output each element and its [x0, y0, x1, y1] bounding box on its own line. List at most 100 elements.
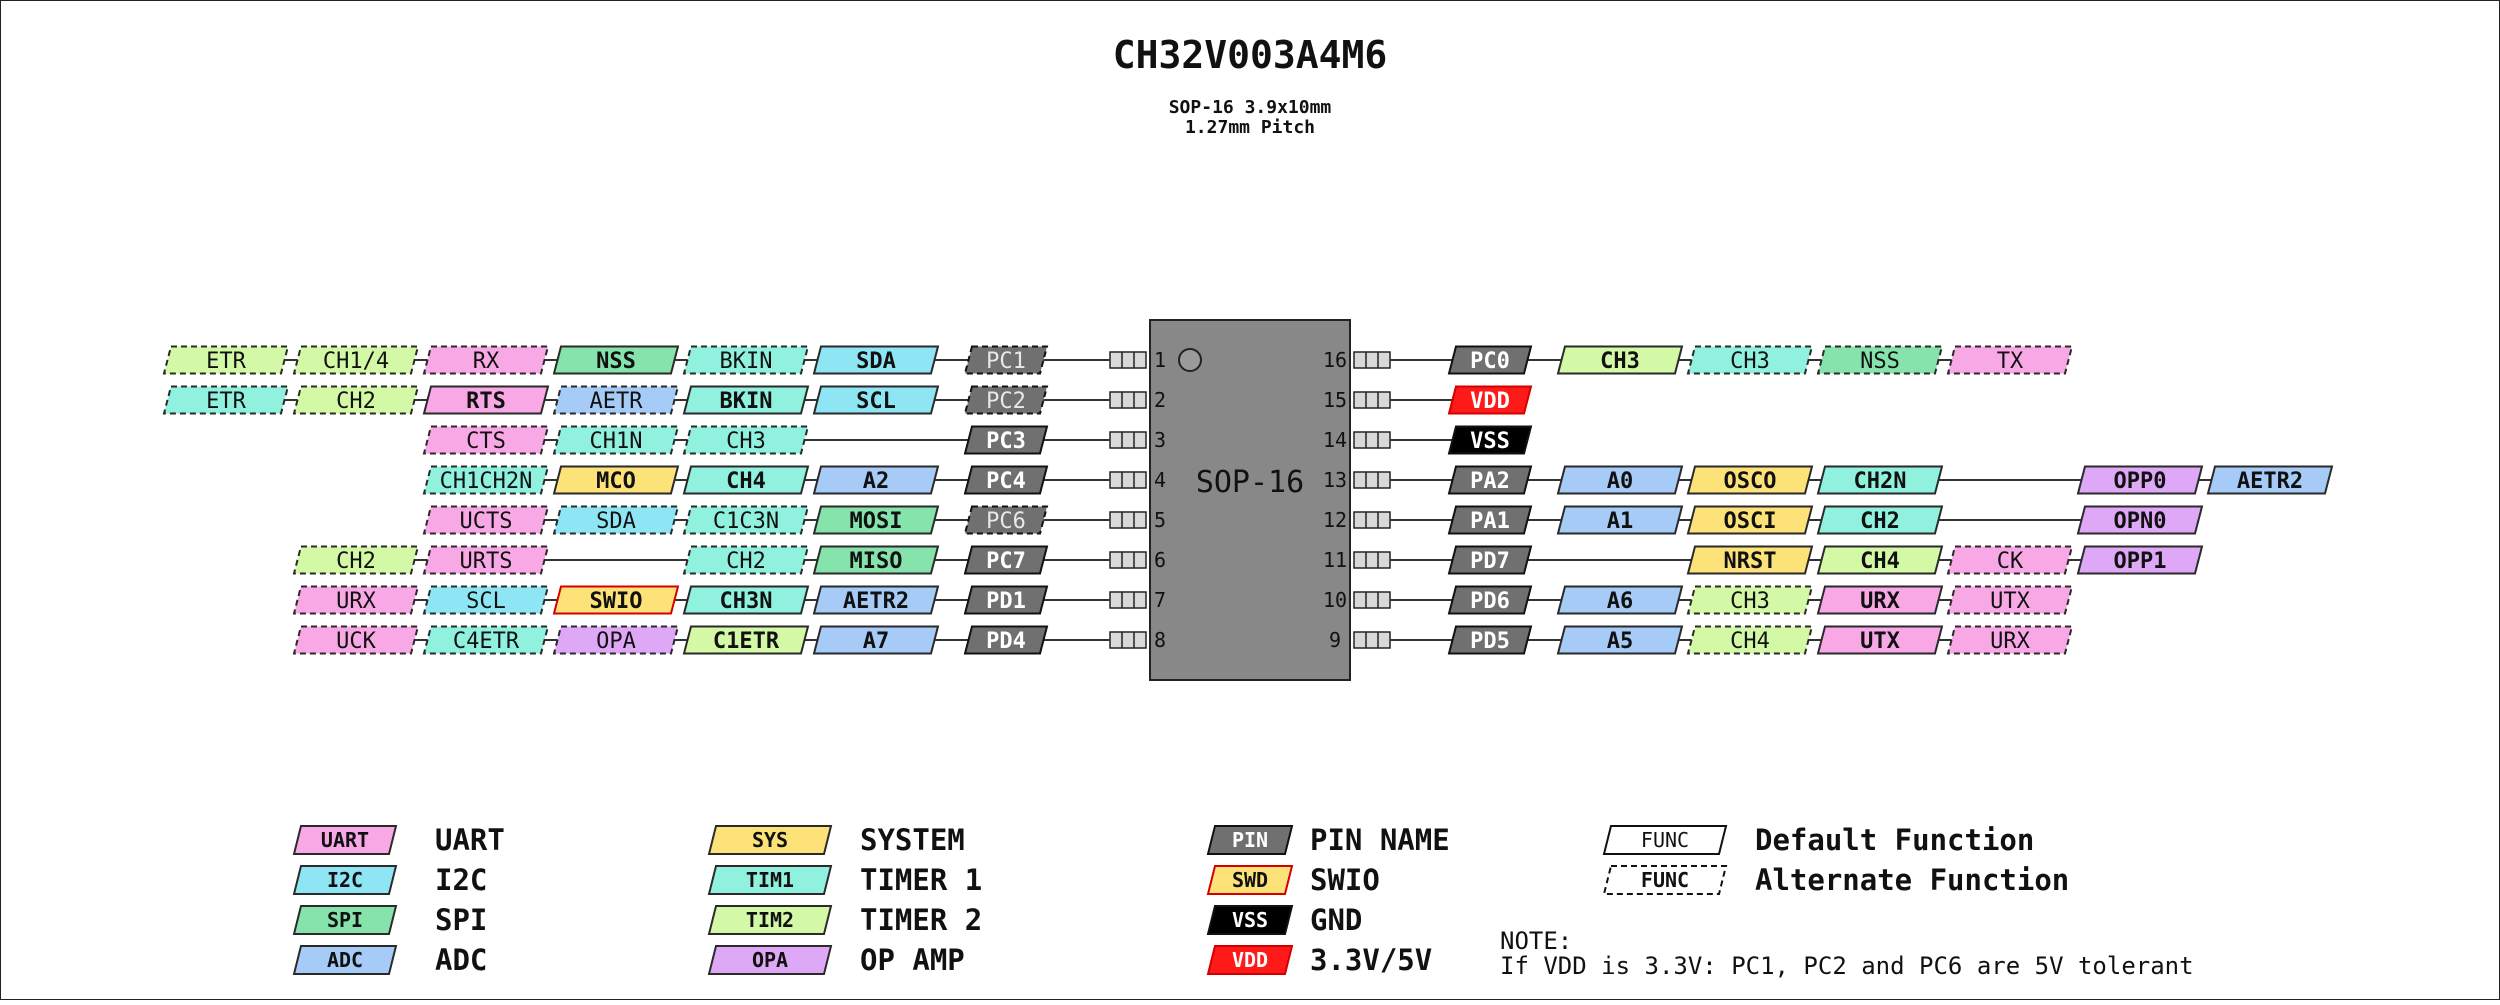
- legend-swatch: SPI: [292, 905, 398, 935]
- pin-number: 7: [1154, 588, 1166, 612]
- pin-number: 4: [1154, 468, 1166, 492]
- pin-func-tag: TX: [1946, 345, 2074, 375]
- note-title: NOTE:: [1500, 927, 1572, 955]
- pin-number: 12: [1323, 508, 1347, 532]
- legend-swatch-shape: [1206, 825, 1294, 855]
- pin-func-tag-text: RX: [473, 349, 500, 374]
- pin-func-tag: SWIO: [552, 585, 680, 615]
- pin-func-tag: UCK: [292, 625, 420, 655]
- pin-func-tag: PC3: [963, 425, 1049, 455]
- pin-func-tag-text: ETR: [206, 349, 246, 374]
- pin-func-tag-text: SDA: [596, 509, 636, 534]
- pin-func-tag-shape: [812, 505, 940, 535]
- pin-func-tag-text: PC4: [986, 469, 1026, 494]
- legend-swatch: TIM1: [707, 865, 833, 895]
- pin-func-tag: CH3N: [682, 585, 810, 615]
- pin-func-tag-shape: [552, 425, 680, 455]
- pin-func-tag-text: NSS: [596, 349, 636, 374]
- legend-swatch-shape: [707, 945, 833, 975]
- legend-swatch-text: TIM1: [746, 868, 794, 892]
- pin-func-tag: PD4: [963, 625, 1049, 655]
- pin-func-tag: MCO: [552, 465, 680, 495]
- pin-func-tag-text: PC0: [1470, 349, 1510, 374]
- pin-func-tag-text: URX: [1990, 629, 2030, 654]
- pin-func-tag-text: CH3N: [720, 589, 773, 614]
- legend-label: TIMER 1: [860, 863, 982, 897]
- pin-func-tag: A0: [1556, 465, 1684, 495]
- pin-func-tag-shape: [1447, 465, 1533, 495]
- pin-func-tag-shape: [963, 465, 1049, 495]
- pin-func-tag: PA2: [1447, 465, 1533, 495]
- pin-func-tag-shape: [2076, 545, 2204, 575]
- pin-func-tag-text: CH3: [726, 429, 766, 454]
- pin-func-tag-shape: [1556, 465, 1684, 495]
- legend-swatch-text: FUNC: [1641, 828, 1689, 852]
- pin-func-tag-text: NSS: [1860, 349, 1900, 374]
- pin-func-tag-text: UTX: [1990, 589, 2030, 614]
- pin-func-tag-text: CH4: [726, 469, 766, 494]
- legend-swatch: SYS: [707, 825, 833, 855]
- pin-func-tag-shape: [682, 465, 810, 495]
- legend-swatch-text: PIN: [1232, 828, 1268, 852]
- pin-func-tag-shape: [682, 425, 810, 455]
- pin-func-tag: ETR: [162, 385, 290, 415]
- pin-func-tag-text: SCL: [856, 389, 896, 414]
- pin-func-tag-text: UCK: [336, 629, 376, 654]
- legend-swatch-shape: [707, 825, 833, 855]
- pin-number: 3: [1154, 428, 1166, 452]
- pin-func-tag: PD1: [963, 585, 1049, 615]
- pin-func-tag: PD6: [1447, 585, 1533, 615]
- legend-swatch-text: FUNC: [1641, 868, 1689, 892]
- pin-func-tag: BKIN: [682, 385, 810, 415]
- pin-func-tag-text: PD4: [986, 629, 1026, 654]
- pin-func-tag-shape: [963, 385, 1049, 415]
- pin-func-tag-shape: [682, 545, 810, 575]
- pin-func-tag: CH1/4: [292, 345, 420, 375]
- pin-func-tag-text: UTX: [1860, 629, 1900, 654]
- pin-func-tag-shape: [1946, 545, 2074, 575]
- pin-func-tag-shape: [812, 545, 940, 575]
- legend-swatch-text: TIM2: [746, 908, 794, 932]
- pin-number: 9: [1329, 628, 1341, 652]
- legend-swatch-shape: [292, 825, 398, 855]
- pin-func-tag-text: CH2: [336, 389, 376, 414]
- pin-pad: [1109, 431, 1147, 449]
- pin-func-tag-text: CTS: [466, 429, 506, 454]
- pin-func-tag-shape: [552, 505, 680, 535]
- pin-number: 16: [1323, 348, 1347, 372]
- pin-func-tag-shape: [292, 585, 420, 615]
- pin-func-tag: CH3: [682, 425, 810, 455]
- pin-func-tag-shape: [292, 385, 420, 415]
- pin-func-tag-shape: [292, 345, 420, 375]
- pin-func-tag: MISO: [812, 545, 940, 575]
- pin-func-tag-shape: [1816, 345, 1944, 375]
- pin-func-tag-shape: [812, 625, 940, 655]
- pin-number: 11: [1323, 548, 1347, 572]
- legend-label: GND: [1310, 903, 1362, 937]
- pin-func-tag-text: PC7: [986, 549, 1026, 574]
- pin-func-tag-text: URX: [336, 589, 376, 614]
- pin-func-tag-text: PD7: [1470, 549, 1510, 574]
- pin-func-tag: URX: [1946, 625, 2074, 655]
- pin-func-tag-shape: [422, 465, 550, 495]
- pin-func-tag-shape: [552, 385, 680, 415]
- pin-func-tag-text: OPP1: [2114, 549, 2167, 574]
- pin-func-tag-shape: [1447, 545, 1533, 575]
- pin-func-tag: C1ETR: [682, 625, 810, 655]
- legend-swatch-shape: [292, 905, 398, 935]
- pin-func-tag: OPN0: [2076, 505, 2204, 535]
- pin-func-tag: PC2: [963, 385, 1049, 415]
- pin-number: 15: [1323, 388, 1347, 412]
- pin-func-tag: PC7: [963, 545, 1049, 575]
- pin-func-tag-shape: [1686, 465, 1814, 495]
- pin-func-tag-shape: [963, 345, 1049, 375]
